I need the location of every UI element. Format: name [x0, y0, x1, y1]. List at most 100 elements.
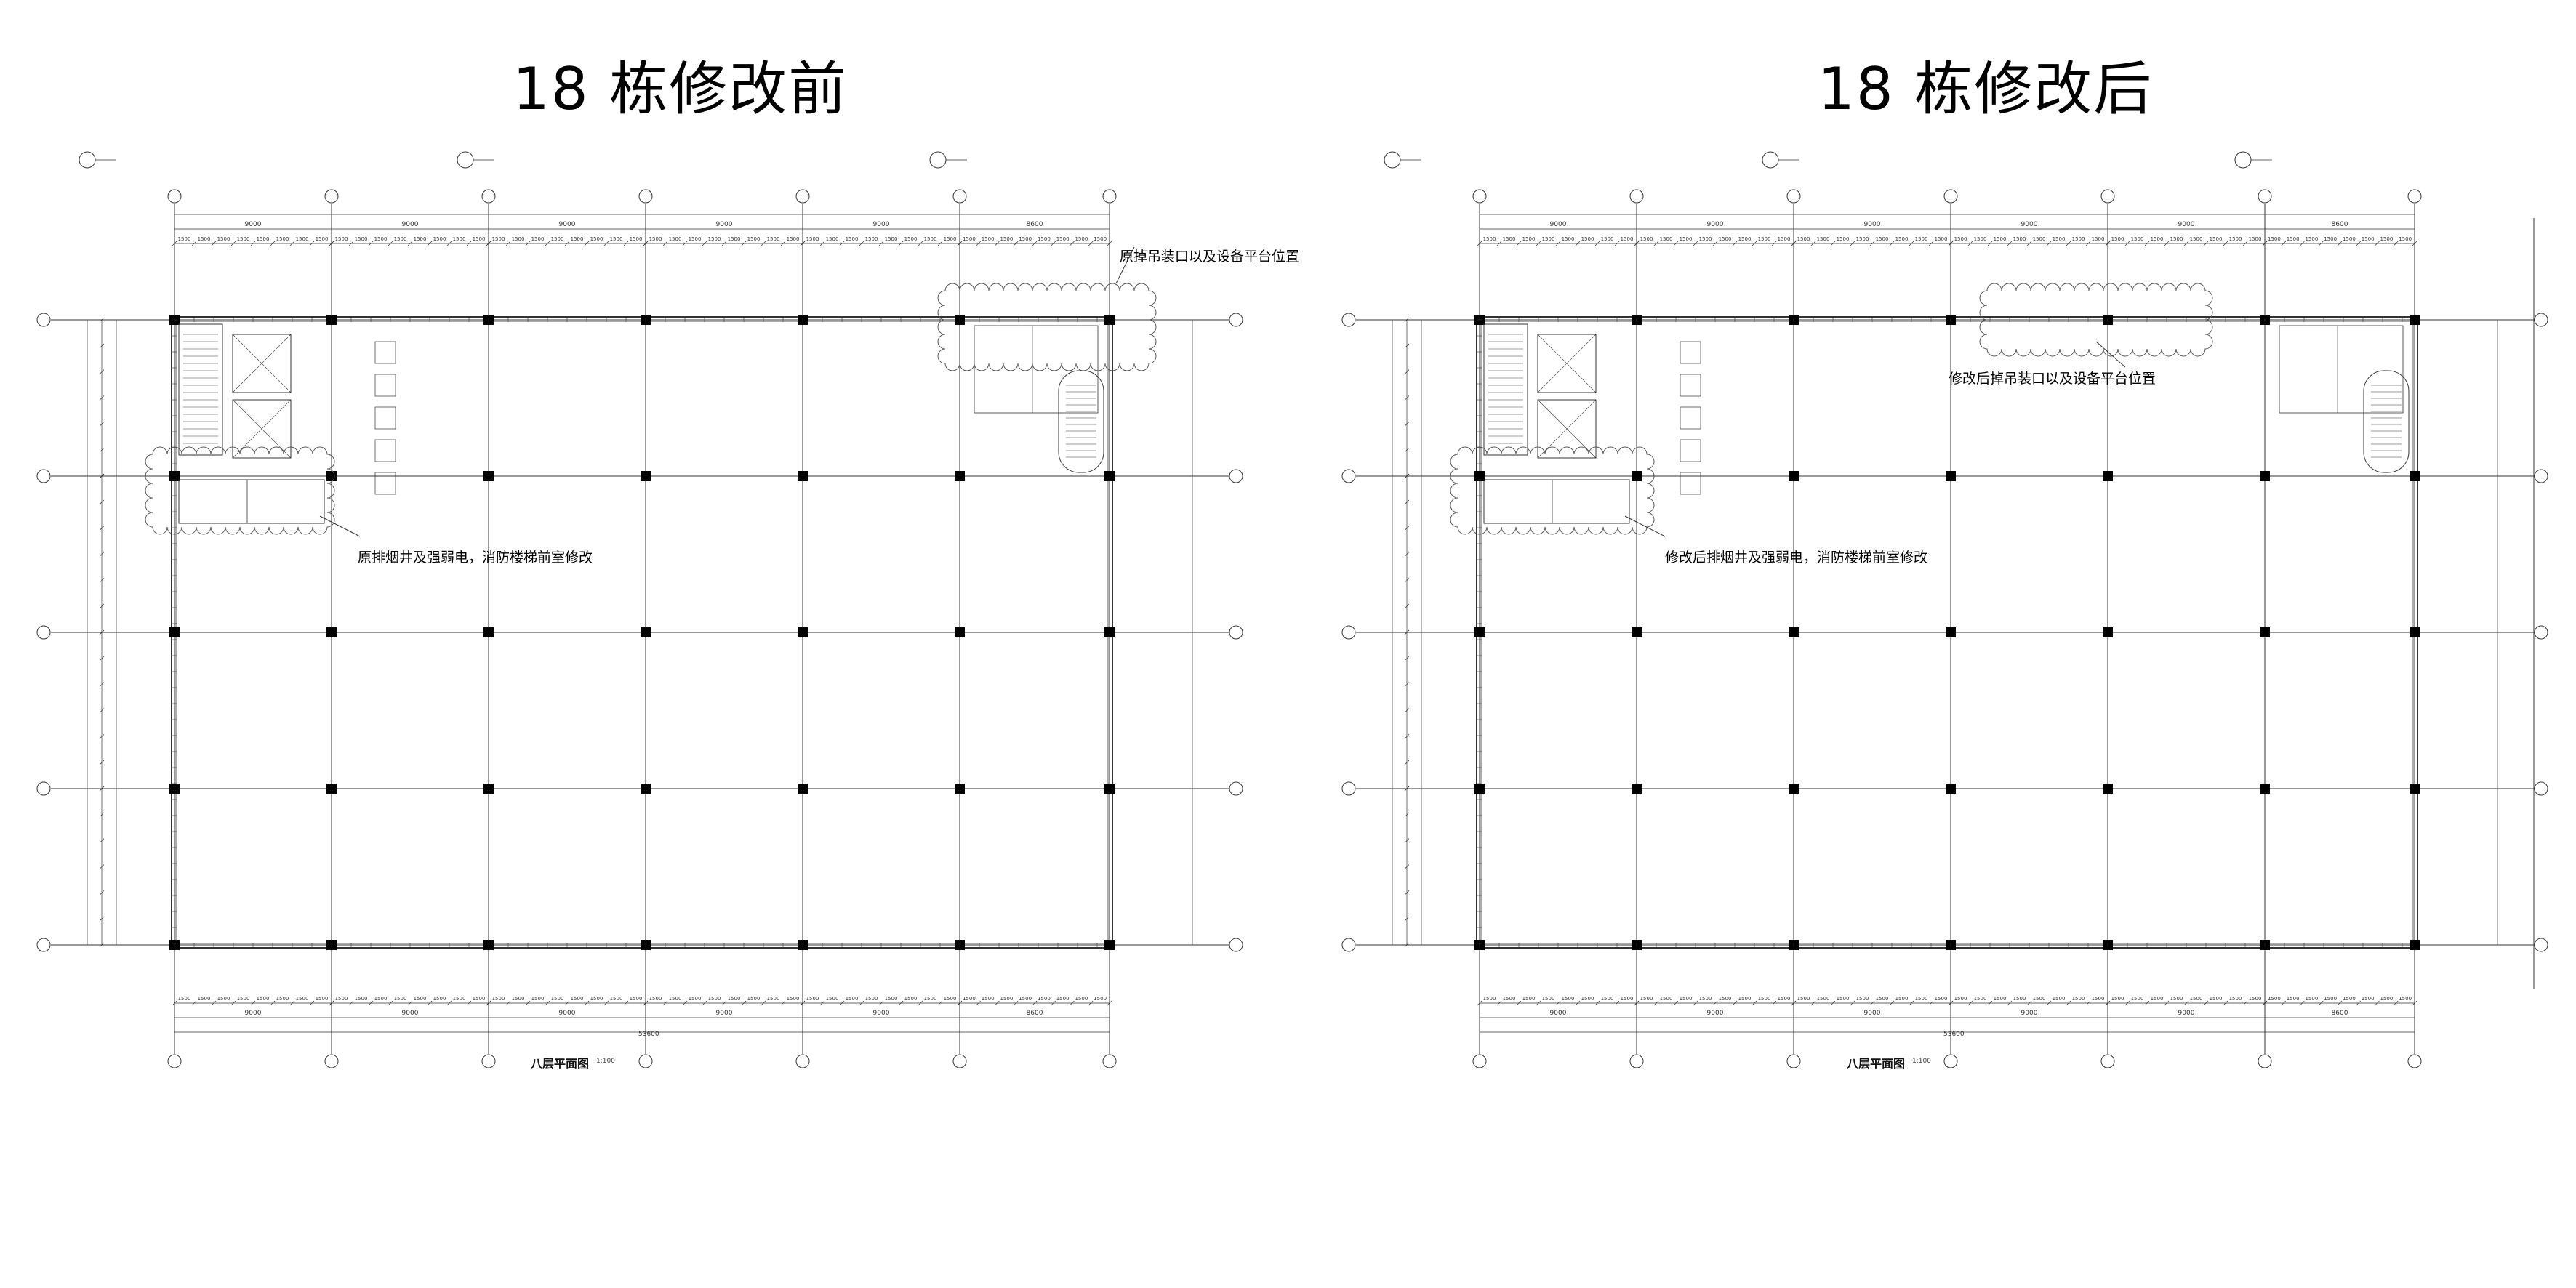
dimension-text-top: 9000 — [1864, 221, 1881, 228]
structural-column — [2410, 627, 2420, 637]
dimension-tick — [702, 1000, 707, 1006]
dimension-text-top: 9000 — [559, 221, 576, 228]
grid-bubble-right — [2534, 313, 2548, 327]
dimension-tick — [211, 1000, 217, 1006]
dimension-subtext-top: 1500 — [2324, 236, 2337, 242]
grid-bubble-right — [2534, 938, 2548, 952]
dimension-tick — [1928, 241, 1934, 246]
dimension-tick — [976, 241, 981, 246]
dimension-tick — [1477, 241, 1482, 246]
dimension-subtext-top: 1500 — [178, 236, 191, 242]
right-overall-dim: 53600 — [1943, 1031, 1965, 1038]
dimension-tick — [2183, 1000, 2189, 1006]
dimension-tick — [270, 241, 276, 246]
dimension-subtext-top: 1500 — [2249, 236, 2262, 242]
grid-bubble-top — [638, 189, 653, 204]
dimension-subtext-bottom: 1500 — [2324, 996, 2337, 1002]
dimension-subtext-top: 1500 — [885, 236, 898, 242]
dimension-tick — [564, 241, 570, 246]
dimension-subtext-top: 1500 — [630, 236, 643, 242]
dimension-subtext-top: 1500 — [2053, 236, 2066, 242]
structural-column — [1474, 471, 1485, 481]
dimension-subtext-bottom: 1500 — [904, 996, 918, 1002]
dimension-tick — [348, 241, 354, 246]
grid-bubble-bottom — [167, 1054, 182, 1068]
elevator-cross — [232, 399, 292, 459]
dimension-tick — [878, 1000, 884, 1006]
dimension-tick — [878, 241, 884, 246]
dimension-tick — [2026, 1000, 2032, 1006]
dimension-subtext-bottom: 1500 — [1699, 996, 1712, 1002]
dimension-tick — [329, 1000, 334, 1006]
dimension-subtext-bottom: 1500 — [689, 996, 702, 1002]
dimension-subtext-top: 1500 — [316, 236, 329, 242]
toilet-stall — [1680, 472, 1701, 495]
structural-column — [2410, 471, 2420, 481]
dimension-tick — [2124, 1000, 2130, 1006]
dimension-text-bottom: 9000 — [1864, 1010, 1881, 1017]
dimension-subtext-top: 1500 — [1719, 236, 1732, 242]
dimension-tick-side — [99, 603, 105, 609]
structural-column — [1104, 315, 1115, 325]
dimension-subtext-bottom: 1500 — [2210, 996, 2223, 1002]
dimension-tick — [2356, 241, 2361, 246]
plan-group: 9000 1500 1500 1500 1500 1500 1500 1500 1500 9000… — [36, 151, 1243, 1068]
structural-column — [955, 627, 965, 637]
dimension-tick — [2223, 241, 2228, 246]
floor-plan-before-drawing: 9000 1500 1500 1500 1500 1500 1500 1500 1500 9000… — [36, 151, 1243, 1068]
dimension-tick — [839, 1000, 845, 1006]
dimension-tick — [584, 241, 590, 246]
dimension-tick — [898, 241, 904, 246]
dimension-subtext-top: 1500 — [217, 236, 230, 242]
dimension-subtext-top: 1500 — [904, 236, 918, 242]
dimension-tick — [1948, 1000, 1954, 1006]
dimension-tick — [172, 241, 177, 246]
dimension-subtext-bottom: 1500 — [982, 996, 995, 1002]
dimension-subtext-bottom: 1500 — [590, 996, 603, 1002]
grid-bubble-left — [36, 469, 51, 483]
dimension-tick — [2066, 241, 2071, 246]
dimension-subtext-top: 1500 — [1738, 236, 1752, 242]
revision-cloud-hoist — [937, 283, 1157, 371]
grid-bubble-right — [1229, 469, 1243, 483]
grid-bubble-bottom — [795, 1054, 810, 1068]
structural-column — [1632, 627, 1642, 637]
dimension-tick-side — [99, 734, 105, 739]
structural-column — [955, 784, 965, 794]
dimension-tick — [2262, 241, 2268, 246]
elevator-cross — [1537, 399, 1597, 459]
dimension-tick — [329, 241, 334, 246]
dimension-subtext-bottom: 1500 — [2343, 996, 2356, 1002]
toilet-stall — [374, 406, 396, 430]
dimension-tick-side — [1404, 734, 1410, 739]
dimension-tick — [230, 1000, 236, 1006]
dimension-subtext-top: 1500 — [1562, 236, 1575, 242]
dimension-tick — [564, 1000, 570, 1006]
structural-column — [1474, 627, 1485, 637]
dimension-tick-side — [1404, 499, 1410, 505]
dimension-tick-side — [99, 942, 105, 948]
equipment-room — [2279, 325, 2404, 414]
structural-column — [798, 784, 808, 794]
dimension-subtext-bottom: 1500 — [2053, 996, 2066, 1002]
dimension-tick — [1673, 1000, 1679, 1006]
dimension-subtext-top: 1500 — [1000, 236, 1013, 242]
dimension-tick — [1869, 1000, 1875, 1006]
dimension-tick-side — [99, 526, 105, 531]
dimension-tick-side — [99, 864, 105, 869]
leader-line — [1115, 246, 1135, 284]
dimension-tick-side — [1404, 838, 1410, 843]
dimension-tick — [466, 1000, 472, 1006]
grid-bubble-left — [1341, 313, 1356, 327]
structural-column — [1104, 627, 1115, 637]
dimension-text-bottom: 9000 — [716, 1010, 733, 1017]
dimension-subtext-top: 1500 — [492, 236, 505, 242]
dimension-tick-side — [99, 890, 105, 895]
dimension-tick-side — [1404, 578, 1410, 583]
dimension-tick-side — [99, 682, 105, 687]
dimension-tick-side — [99, 578, 105, 583]
grid-bubble-left — [1341, 938, 1356, 952]
structural-column — [1632, 784, 1642, 794]
dimension-subtext-top: 1500 — [374, 236, 388, 242]
left-drawing-scale: 1:100 — [596, 1058, 615, 1065]
